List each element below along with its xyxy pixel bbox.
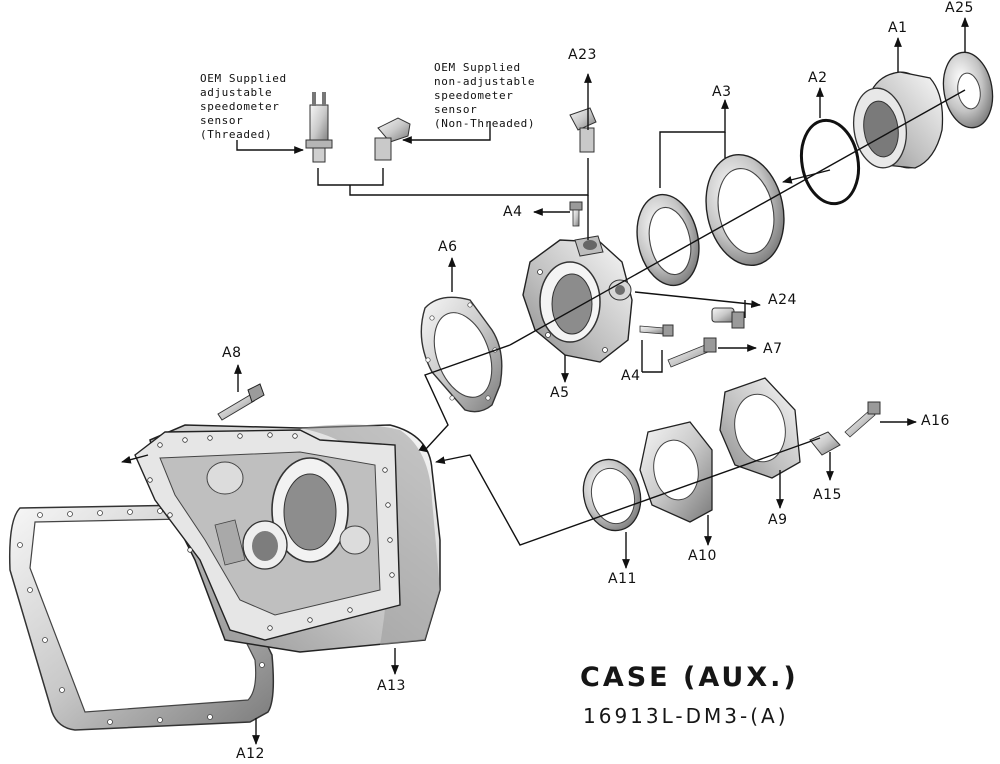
plug-a24 — [711, 307, 745, 329]
callout-a24: A24 — [768, 292, 797, 308]
note-line: speedometer — [434, 89, 514, 102]
plate-a9 — [719, 377, 801, 479]
note-line: OEM Supplied — [200, 72, 287, 85]
note-line: non-adjustable — [434, 75, 536, 88]
note-line: sensor — [434, 103, 478, 116]
gasket-a6 — [420, 296, 503, 413]
callout-a4-top: A4 — [503, 204, 523, 220]
callout-a8: A8 — [222, 345, 242, 361]
callout-a9: A9 — [768, 512, 788, 528]
callout-a4-bottom: A4 — [621, 368, 641, 384]
callout-a1: A1 — [888, 20, 908, 36]
leader-lines — [121, 17, 969, 745]
sensor-adjustable — [305, 92, 333, 163]
callout-a7: A7 — [763, 341, 783, 357]
diagram-title: CASE (AUX.) — [580, 662, 799, 693]
callout-a25: A25 — [945, 0, 974, 16]
bolt-a8 — [217, 383, 265, 421]
callout-a12: A12 — [236, 746, 265, 762]
note-line: OEM Supplied — [434, 61, 521, 74]
callout-a23: A23 — [568, 47, 597, 63]
bolt-a7 — [667, 337, 717, 368]
callout-a5: A5 — [550, 385, 570, 401]
washer-a25 — [942, 51, 994, 129]
bolt-a4-top — [569, 201, 583, 227]
callout-a15: A15 — [813, 487, 842, 503]
callout-a2: A2 — [808, 70, 828, 86]
callout-a11: A11 — [608, 571, 637, 587]
plate-a10 — [639, 421, 713, 523]
bolt-a4-bottom — [639, 324, 674, 337]
note-line: adjustable — [200, 86, 273, 99]
snap-ring-a2 — [799, 118, 861, 206]
seals-a3 — [636, 153, 785, 287]
part-number: 16913L-DM3-(A) — [583, 704, 789, 728]
note-line: (Threaded) — [200, 128, 273, 141]
note-line: sensor — [200, 114, 244, 127]
callout-a10: A10 — [688, 548, 717, 564]
sensor-non-adjustable — [374, 117, 411, 161]
gear-a1 — [853, 71, 944, 169]
note-adjustable-sensor: OEM Supplied adjustable speedometer sens… — [200, 72, 287, 142]
case-a13 — [134, 424, 441, 653]
note-non-adjustable-sensor: OEM Supplied non-adjustable speedometer … — [434, 61, 535, 131]
callout-a6: A6 — [438, 239, 458, 255]
housing-a5 — [522, 235, 633, 363]
note-line: speedometer — [200, 100, 280, 113]
gasket-a11 — [582, 458, 642, 532]
bracket-a15 — [809, 431, 841, 456]
sensor-a23 — [569, 107, 597, 153]
note-line: (Non-Threaded) — [434, 117, 536, 130]
callout-a16: A16 — [921, 413, 950, 429]
callout-a3: A3 — [712, 84, 732, 100]
callout-a13: A13 — [377, 678, 406, 694]
bolt-a16 — [844, 401, 881, 438]
